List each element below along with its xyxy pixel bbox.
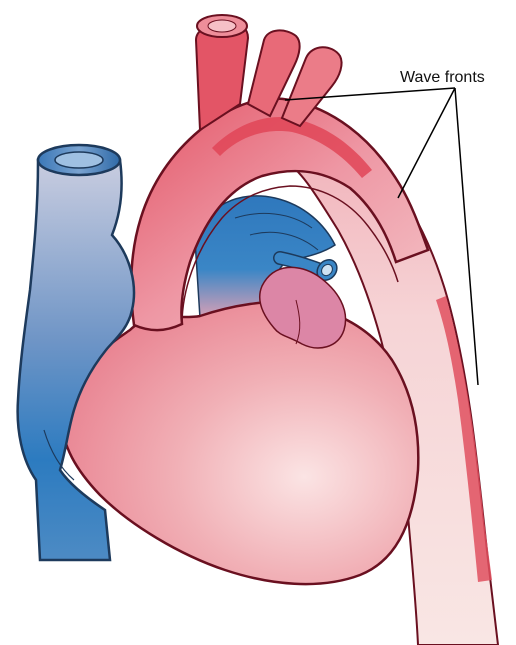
pointer-line-middle [398,88,455,198]
wave-fronts-label: Wave fronts [400,69,485,86]
